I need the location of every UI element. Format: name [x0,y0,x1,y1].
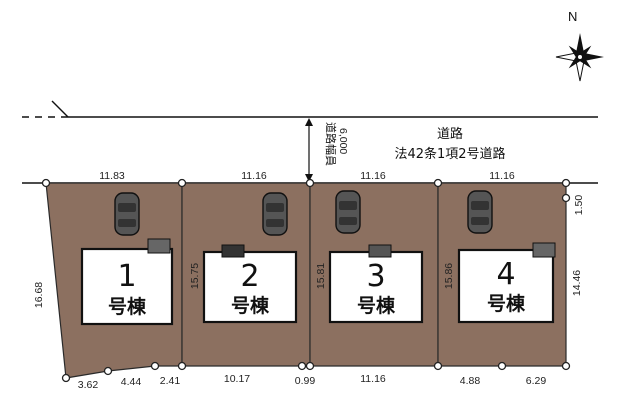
building-1: 1 号棟 [80,238,174,326]
dim-top-2: 11.16 [241,170,267,182]
car-icon [114,192,140,236]
building-number: 3 [366,259,385,294]
road-width-label: 道路幅員 [324,122,338,166]
dim-corner-right: 1.50 [573,195,585,216]
arrow-head-top [305,118,313,126]
dim-side-lot2: 15.75 [189,263,201,289]
dim-bottom-6: 11.16 [360,373,386,385]
dim-bottom-1: 3.62 [78,379,99,391]
car-icon [262,192,288,236]
building-number: 1 [117,259,136,294]
dim-bottom-5: 0.99 [295,375,316,387]
building-label: 号棟 [357,294,396,317]
dim-bottom-7: 4.88 [460,375,481,387]
building-2: 2 号棟 [202,244,298,324]
utility-box-icon [221,244,245,258]
dim-side-lot4: 15.86 [443,263,455,289]
building-3: 3 号棟 [328,244,424,324]
car-icon [467,190,493,234]
dim-bottom-3: 2.41 [160,375,181,387]
north-label: N [568,9,577,24]
building-4: 4 号棟 [457,242,556,324]
road-type: 法42条1項2号道路 [394,146,505,162]
utility-box-icon [532,242,556,258]
north-arrow-icon [555,33,604,82]
road-width-value: 6,000 [337,128,349,154]
arrow-head-bottom [305,174,313,182]
dim-side-right: 14.46 [571,270,583,296]
boundary-markers [41,178,571,383]
road-edge-tick [51,100,69,118]
dim-top-1: 11.83 [99,170,125,182]
utility-box-icon [368,244,392,258]
dim-top-3: 11.16 [360,170,386,182]
utility-box-icon [147,238,171,254]
dim-side-lot1: 16.68 [33,282,45,308]
dim-bottom-8: 6.29 [526,375,547,387]
car-icon [335,190,361,234]
building-label: 号棟 [487,292,526,315]
dim-bottom-2: 4.44 [121,376,142,388]
road-name: 道路 [437,126,463,142]
dim-top-4: 11.16 [489,170,515,182]
building-label: 号棟 [108,295,147,318]
dim-bottom-4: 10.17 [224,373,250,385]
dim-side-lot3: 15.81 [315,263,327,289]
building-number: 2 [240,259,259,294]
building-number: 4 [496,257,515,292]
building-label: 号棟 [231,294,270,317]
